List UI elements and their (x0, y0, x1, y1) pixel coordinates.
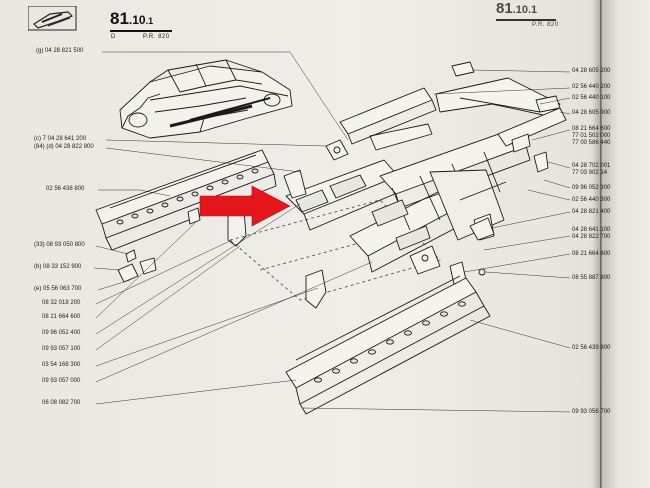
label-right-17: 09 93 056 700 (572, 409, 611, 415)
header-ref-pr: P.R. 820 (143, 34, 170, 40)
car-overview-illustration (119, 59, 293, 139)
crossmember-assembly (283, 123, 433, 231)
label-right-6: 77 00 586 440 (572, 140, 611, 146)
label-left-0: (g) 04 28 821 500 (36, 48, 84, 54)
clip-part (125, 249, 137, 263)
bracket-part (187, 207, 201, 225)
label-left-13: 06 08 082 700 (42, 400, 81, 406)
label-left-9: 09 96 052 400 (42, 330, 81, 336)
label-right-7: 04 28 702 001 (572, 163, 611, 169)
label-left-6: (e) 05 56 063 700 (34, 286, 82, 292)
label-right-10: 02 56 440 300 (572, 197, 611, 203)
header-thumbnail-icon (28, 6, 77, 31)
section-number-sub: .10 (128, 13, 146, 27)
label-left-10: 09 93 057 100 (42, 346, 81, 352)
label-right-4: 08 21 664 600 (572, 126, 611, 132)
header-ref-d: D (111, 34, 116, 40)
label-right-14: 08 21 664 600 (572, 251, 611, 257)
facing-section-main: 81 (496, 0, 513, 17)
label-right-0: 04 28 605 200 (572, 68, 611, 74)
facing-section-number: 81.10.1 (496, 0, 537, 17)
label-right-8: 77 03 902 14 (572, 170, 608, 176)
book-spine-shadow (592, 0, 602, 488)
small-bracket (305, 269, 327, 309)
section-number: 81.10.1 (110, 9, 153, 29)
label-left-4: (33) 08 93 050 800 (34, 242, 85, 248)
label-right-12: 04 28 641 100 (572, 227, 611, 233)
lower-side-sill (285, 275, 491, 415)
label-left-12: 09 93 057 000 (42, 378, 81, 384)
highlight-arrow-icon (199, 185, 291, 227)
header-underline (110, 30, 172, 32)
label-right-1: 02 56 440 200 (572, 84, 611, 90)
facing-header-ref: P.R. 820 (532, 22, 559, 28)
label-right-13: 04 28 822 700 (572, 234, 611, 240)
label-right-11: 04 28 821 400 (572, 209, 611, 215)
label-left-7: 08 32 018 200 (42, 300, 81, 306)
facing-page (600, 0, 650, 488)
clip-part (117, 263, 139, 283)
label-right-9: 09 96 052 300 (572, 185, 611, 191)
label-right-3: 04 28 605 900 (572, 110, 611, 116)
label-right-16: 02 56 439 800 (572, 345, 611, 351)
label-left-1: (c) 7 04 28 641 200 (34, 136, 87, 142)
label-right-15: 08 55 887 800 (572, 275, 611, 281)
facing-section-sub: .10.1 (512, 4, 538, 16)
right-upper-rails (339, 61, 567, 173)
label-left-3: 02 56 438 800 (46, 186, 85, 192)
facing-header-underline (496, 19, 556, 21)
label-right-2: 02 56 440 100 (572, 95, 611, 101)
label-left-11: 03 54 168 300 (42, 362, 81, 368)
section-number-main: 81 (110, 9, 129, 28)
label-left-5: (b) 08 33 152 900 (34, 264, 82, 270)
bolt-part (478, 268, 486, 276)
centre-tunnel-frame (349, 129, 531, 275)
clip-part (139, 257, 157, 275)
label-left-2: (84) (d) 04 28 822 800 (34, 144, 94, 150)
small-bracket (469, 217, 495, 241)
label-right-5: 77 01 502 000 (572, 133, 611, 139)
section-number-dot: .1 (145, 16, 154, 26)
label-left-8: 08 21 664 600 (42, 314, 81, 320)
